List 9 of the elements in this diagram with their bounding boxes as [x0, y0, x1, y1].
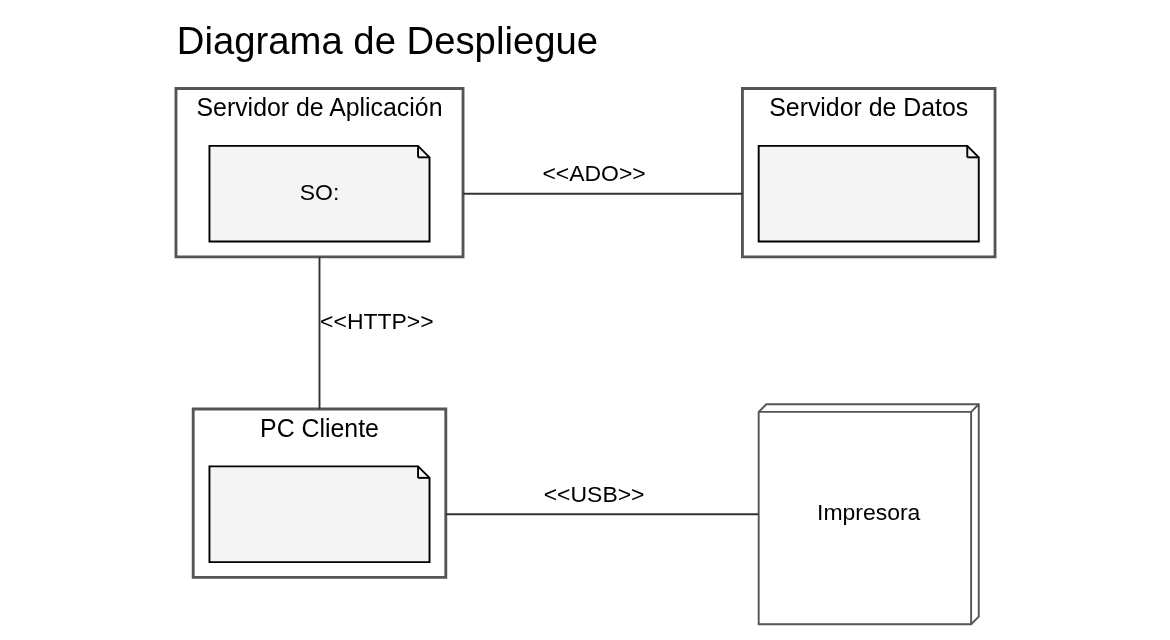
cluster: Servidor de Datos [740, 87, 996, 259]
connector [318, 255, 320, 410]
edge-label: <<ADO>> [541, 160, 646, 187]
edge-label: <<HTTP>> [319, 307, 434, 334]
connector [461, 192, 743, 195]
edge-label: <<USB>> [543, 480, 645, 507]
connector [444, 513, 759, 516]
cluster: PC Cliente [191, 407, 447, 579]
diagram-title: Diagrama de Despliegue [176, 18, 598, 62]
